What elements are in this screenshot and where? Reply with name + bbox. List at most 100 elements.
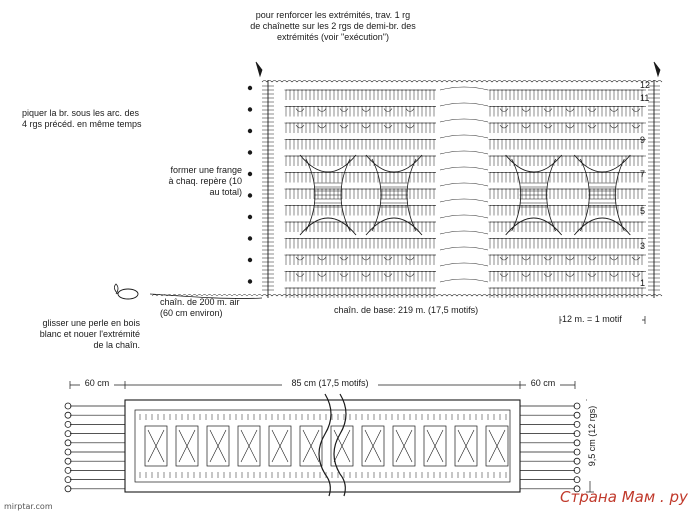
overview-motif-box	[485, 425, 509, 467]
mesh-arch	[499, 256, 509, 261]
overview-motif-cross	[178, 429, 196, 463]
air-chain-loop	[216, 294, 223, 297]
motif-arch-bottom	[573, 217, 631, 236]
gap-chain	[439, 166, 489, 171]
motif-curve-right	[340, 158, 351, 232]
note-base-chain: chaîn. de base: 219 m. (17,5 motifs)	[334, 305, 479, 315]
overview-motif-box	[392, 425, 416, 467]
mesh-arch	[609, 256, 619, 261]
fringe-marker	[247, 257, 253, 263]
air-chain-loop	[206, 294, 213, 297]
overview-motif-box	[361, 425, 385, 467]
air-chain-loop	[196, 294, 203, 297]
start-arrow-left	[255, 61, 263, 78]
mesh-arch	[361, 108, 371, 112]
mesh-arch	[405, 273, 415, 277]
note-insert-hook: piquer la br. sous les arc. des 4 rgs pr…	[22, 108, 142, 129]
fringe-marker	[247, 214, 253, 220]
mesh-arch	[317, 108, 327, 112]
air-chain-loop	[156, 294, 163, 297]
note-fringe: former une frange à chaq. repère (10 au …	[168, 165, 242, 197]
air-chain-loop	[246, 294, 253, 297]
knot	[114, 283, 119, 295]
note-chain-air: chaîn. de 200 m. air (60 cm environ)	[160, 297, 240, 318]
row-number-label: 7	[640, 169, 645, 179]
motif-arch-top	[299, 154, 357, 173]
overview-motif-cross	[302, 429, 320, 463]
mesh-arch	[317, 256, 327, 261]
air-chain-loop	[231, 294, 238, 297]
motif-curve-left	[511, 158, 521, 232]
mesh-arch	[521, 124, 531, 129]
gap-chain	[439, 102, 489, 107]
gap-chain	[439, 182, 489, 187]
gap-chain	[439, 214, 489, 219]
overview-motif-cross	[457, 429, 475, 463]
fringe-marker	[247, 107, 253, 112]
mesh-arch	[565, 124, 575, 129]
mesh-arch	[499, 273, 509, 277]
air-chain-loop	[181, 294, 188, 297]
mesh-arch	[565, 108, 575, 112]
overview-motif-cross	[333, 429, 351, 463]
fringe-bead-right	[573, 420, 581, 428]
mesh-arch	[339, 256, 349, 261]
mesh-arch	[631, 256, 641, 261]
overview-motif-box	[144, 425, 168, 467]
air-chain-loop	[186, 294, 193, 297]
fringe-marker	[247, 171, 253, 177]
fringe-bead-left	[64, 457, 72, 465]
gap-chain	[439, 198, 489, 203]
gap-chain	[439, 278, 489, 283]
mesh-arch	[565, 273, 575, 277]
overview-motif-cross	[364, 429, 382, 463]
overview-motif-cross	[488, 429, 506, 463]
base-chain-row	[261, 294, 663, 297]
motif-curve-right	[546, 158, 557, 232]
note-reinforce-ends: pour renforcer les extrémités, trav. 1 r…	[250, 10, 416, 42]
mesh-arch	[521, 108, 531, 112]
scarf-body	[124, 399, 521, 493]
mesh-arch	[521, 256, 531, 261]
mesh-arch	[609, 124, 619, 129]
overview-motif-box	[299, 425, 323, 467]
overview-motif-box	[268, 425, 292, 467]
row-number-label: 11	[640, 93, 649, 103]
motif-arch-top	[365, 154, 423, 173]
mesh-arch	[339, 108, 349, 112]
fringe-bead-right	[573, 448, 581, 456]
overview-motif-box	[454, 425, 478, 467]
mesh-arch	[543, 256, 553, 261]
mesh-arch	[609, 273, 619, 277]
mesh-arch	[587, 124, 597, 129]
fringe-bead-right	[573, 430, 581, 438]
row-number-label: 3	[640, 241, 645, 251]
dimension-right: 60 cm	[526, 378, 560, 389]
motif-curve-right	[615, 158, 625, 232]
mesh-arch	[405, 256, 415, 261]
mesh-arch	[361, 124, 371, 129]
air-chain-loop	[236, 294, 243, 297]
air-chain-loop	[226, 294, 233, 297]
overview-motif-cross	[147, 429, 165, 463]
mesh-arch	[609, 108, 619, 112]
scarf-inner-border	[134, 409, 511, 483]
mesh-arch	[317, 273, 327, 277]
motif-curve-left	[371, 158, 382, 232]
motif-arch-top	[573, 154, 631, 173]
mesh-arch	[383, 124, 393, 129]
mesh-arch	[383, 256, 393, 261]
fringe-bead-right	[573, 466, 581, 474]
fringe-bead-left	[64, 420, 72, 428]
row-number-label: 1	[640, 278, 645, 288]
fringe-bead-left	[64, 439, 72, 447]
mesh-arch	[295, 256, 305, 261]
gap-chain	[439, 246, 489, 251]
overview-motif-box	[237, 425, 261, 467]
fringe-bead-left	[64, 448, 72, 456]
watermark-site-right: Страна Мам . ру	[560, 488, 688, 506]
mesh-arch	[499, 124, 509, 129]
overview-motif-cross	[395, 429, 413, 463]
motif-arch-bottom	[365, 217, 423, 236]
fringe-bead-right	[573, 439, 581, 447]
